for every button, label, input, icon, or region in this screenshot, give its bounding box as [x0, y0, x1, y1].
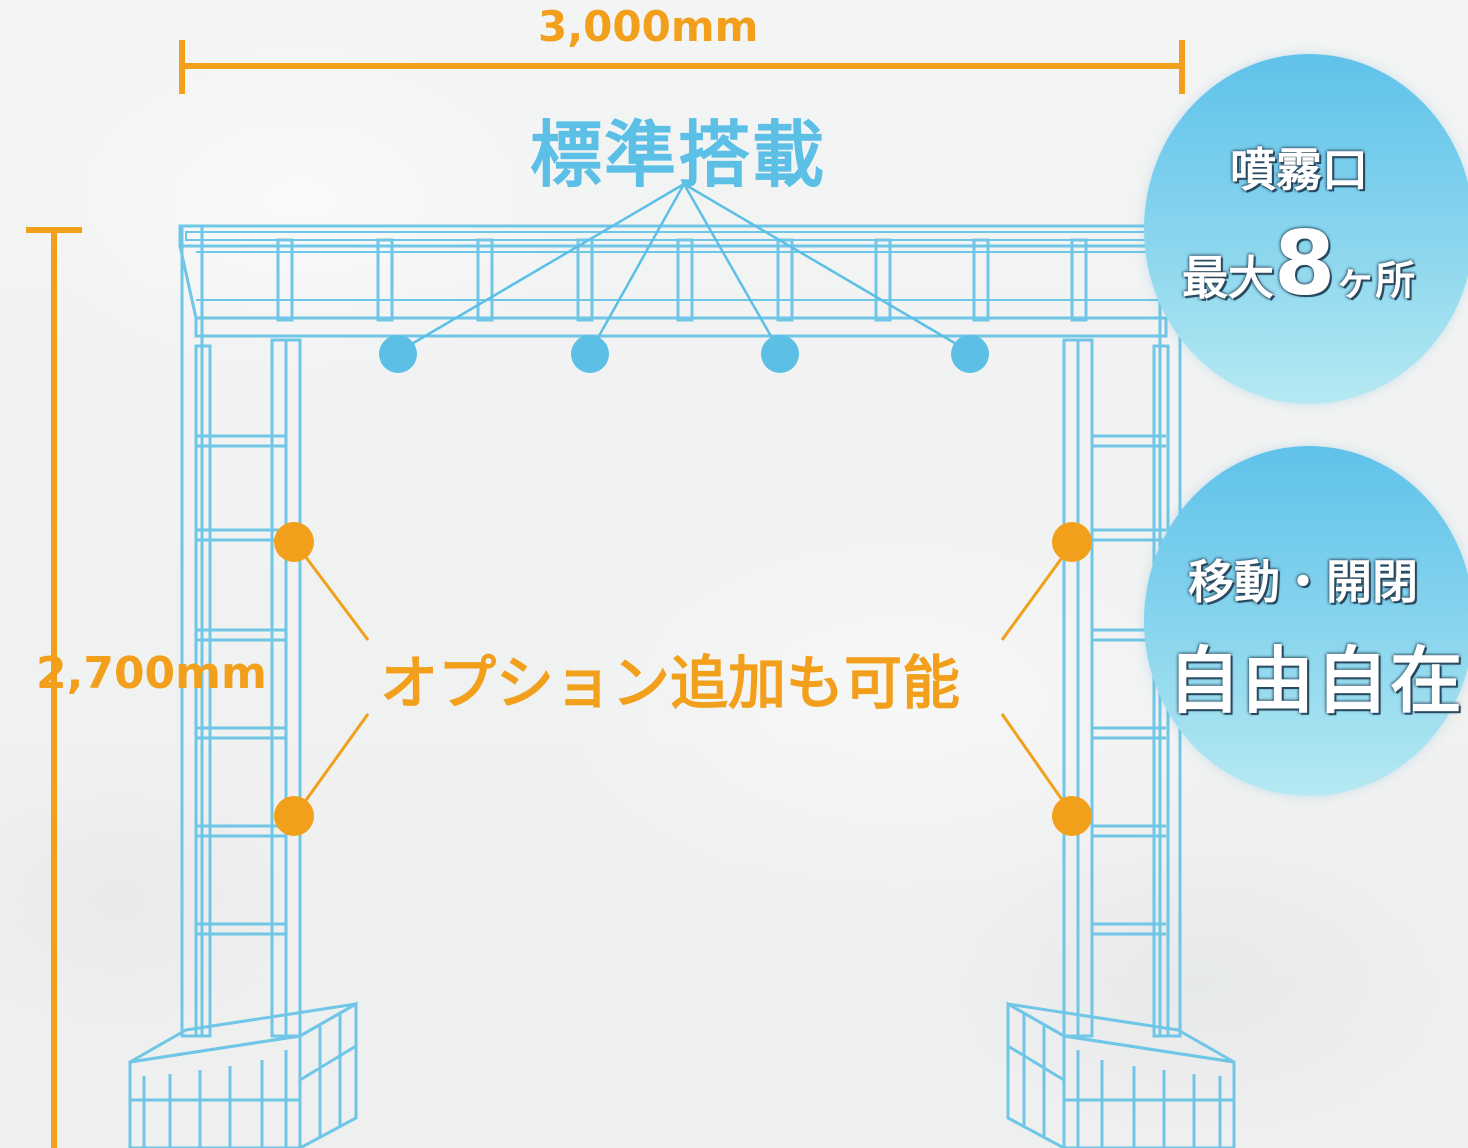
nozzle-count-badge: 噴霧口 最大8ヶ所	[1144, 54, 1468, 404]
standard-nozzle	[379, 335, 417, 373]
nozzle-badge-title: 噴霧口	[1230, 143, 1368, 197]
option-nozzles	[274, 522, 1092, 836]
standard-nozzle	[761, 335, 799, 373]
option-nozzle	[274, 796, 314, 836]
nozzle-badge-number: 8	[1274, 212, 1336, 315]
width-dimension-label: 3,000mm	[538, 2, 759, 51]
mobility-badge-title: 移動・開閉	[1188, 555, 1418, 609]
nozzle-badge-prefix: 最大	[1182, 251, 1274, 305]
option-addition-label: オプション追加も可能	[380, 649, 961, 717]
standard-nozzles	[379, 335, 989, 373]
standard-equipment-label: 標準搭載	[530, 113, 827, 197]
nozzle-badge-unit: ヶ所	[1335, 258, 1416, 304]
option-nozzle	[274, 522, 314, 562]
option-nozzle	[1052, 796, 1092, 836]
mobility-badge: 移動・開閉 自由自在	[1144, 446, 1468, 796]
mobility-badge-text: 自由自在	[1168, 639, 1465, 723]
standard-nozzle	[571, 335, 609, 373]
option-nozzle-leaders	[294, 543, 1074, 815]
nozzle-badge-count: 最大8ヶ所	[1182, 220, 1416, 308]
dimension-lines	[26, 40, 1185, 1148]
height-dimension-label: 2,700mm	[36, 648, 267, 699]
standard-nozzle	[951, 335, 989, 373]
option-nozzle	[1052, 522, 1092, 562]
standard-nozzle-leaders	[397, 182, 971, 354]
